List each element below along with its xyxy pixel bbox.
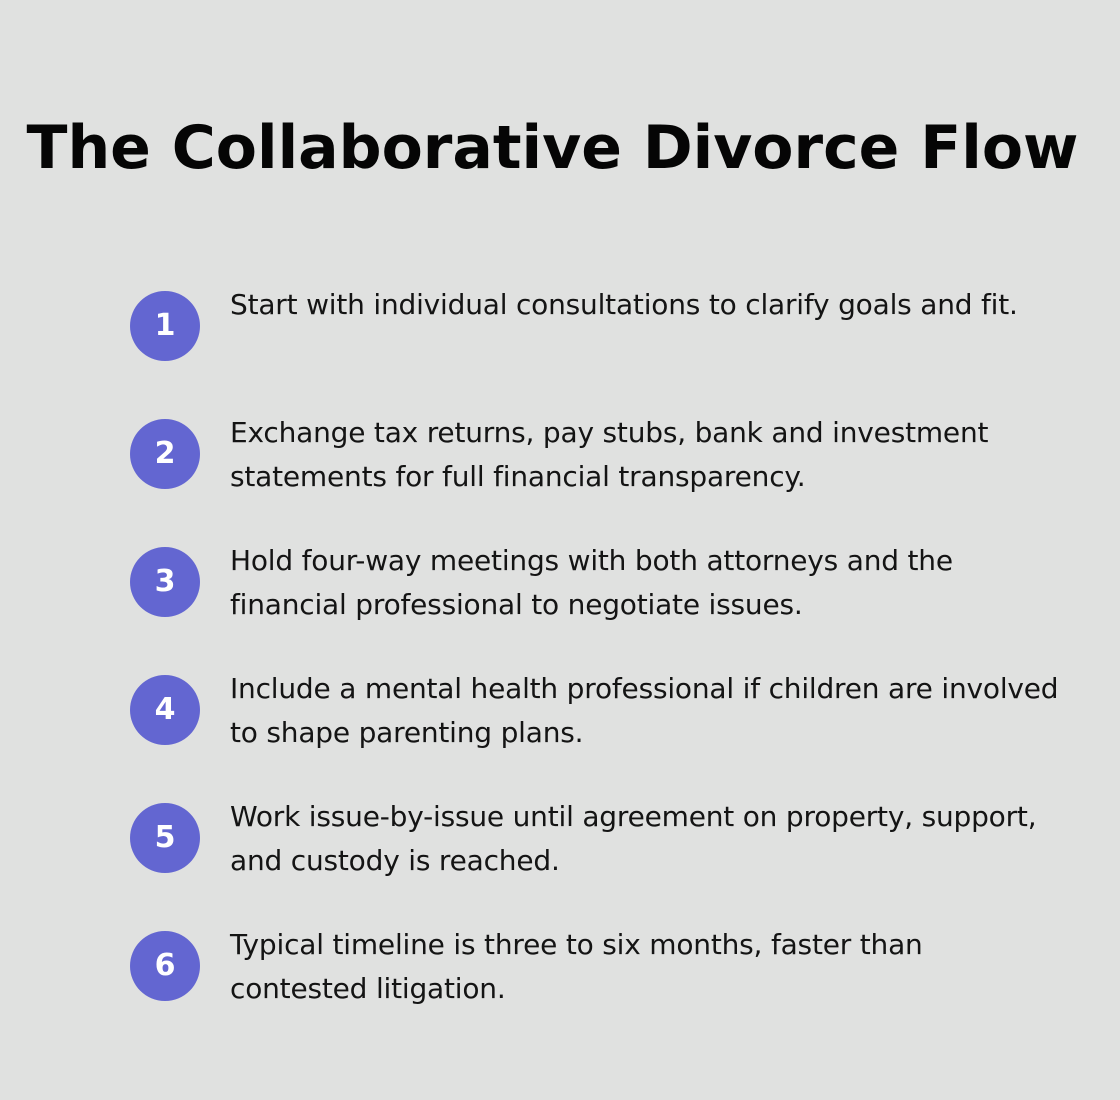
step-text: Include a mental health professional if …: [230, 672, 1059, 749]
step-number-badge: 5: [130, 803, 200, 873]
step-number-badge: 1: [130, 291, 200, 361]
step-number-badge: 3: [130, 547, 200, 617]
step-text: Hold four-way meetings with both attorne…: [230, 544, 953, 621]
step-number-badge: 4: [130, 675, 200, 745]
step-item: 2 Exchange tax returns, pay stubs, bank …: [130, 416, 1090, 529]
step-text: Typical timeline is three to six months,…: [230, 928, 923, 1005]
step-item: 6 Typical timeline is three to six month…: [130, 928, 1090, 1041]
step-number-badge: 2: [130, 419, 200, 489]
step-number-badge: 6: [130, 931, 200, 1001]
page-title: The Collaborative Divorce Flow: [26, 113, 1079, 183]
step-item: 1 Start with individual consultations to…: [130, 288, 1090, 401]
step-text: Work issue-by-issue until agreement on p…: [230, 800, 1037, 877]
step-text: Exchange tax returns, pay stubs, bank an…: [230, 416, 989, 493]
step-item: 4 Include a mental health professional i…: [130, 672, 1090, 785]
step-item: 3 Hold four-way meetings with both attor…: [130, 544, 1090, 657]
step-item: 5 Work issue-by-issue until agreement on…: [130, 800, 1090, 913]
step-text: Start with individual consultations to c…: [230, 288, 1018, 321]
